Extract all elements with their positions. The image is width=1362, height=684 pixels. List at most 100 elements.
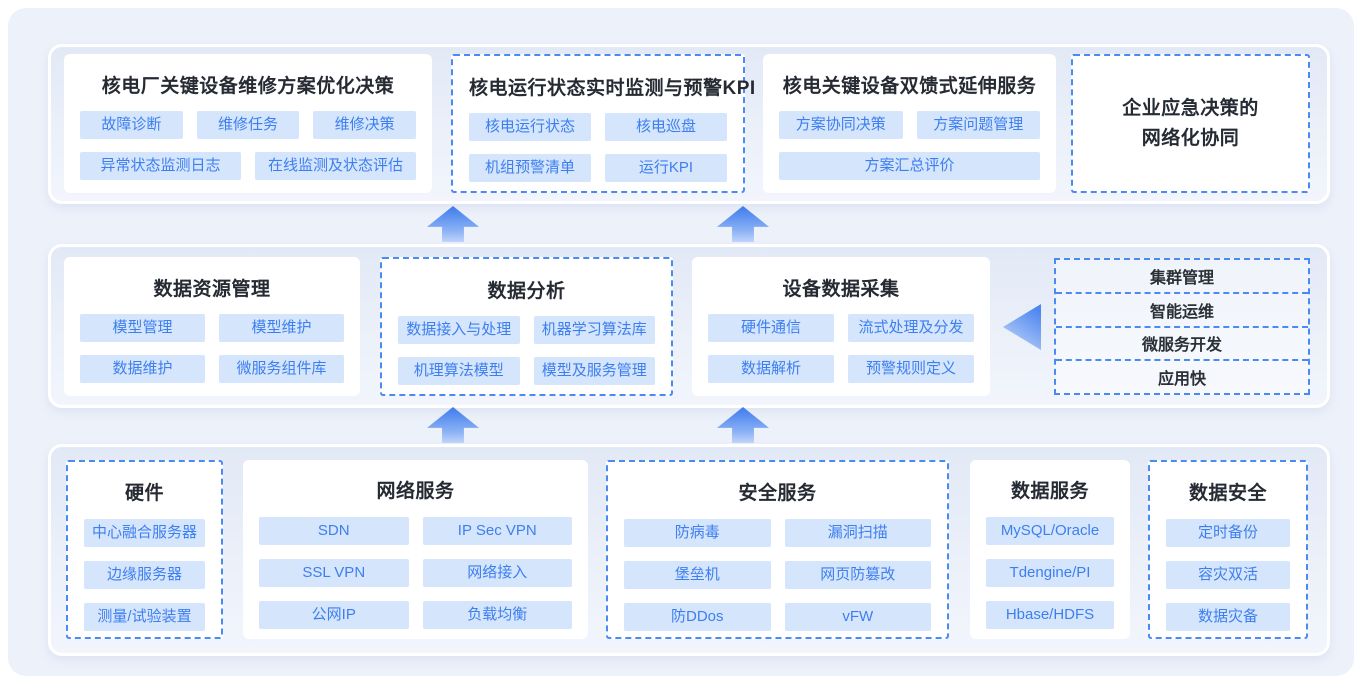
card-network-services: 网络服务 SDN IP Sec VPN SSL VPN 网络接入 公网IP 负载…: [243, 460, 588, 639]
tag: SDN: [259, 517, 409, 545]
tag-row: Tdengine/PI: [986, 559, 1114, 587]
tag-row: 故障诊断 维修任务 维修决策: [80, 111, 417, 139]
list-item: 微服务开发: [1056, 325, 1308, 360]
tag-row: 机组预警清单 运行KPI: [469, 154, 727, 182]
tag-row: MySQL/Oracle: [986, 517, 1114, 545]
tag: SSL VPN: [259, 559, 409, 587]
tag-row: 异常状态监测日志 在线监测及状态评估: [80, 152, 416, 180]
card-extended-service: 核电关键设备双馈式延伸服务 方案协同决策 方案问题管理 方案汇总评价: [763, 54, 1056, 193]
tag: Hbase/HDFS: [986, 601, 1114, 629]
up-arrow-icon: [717, 206, 769, 242]
card-title: 核电运行状态实时监测与预警KPI: [469, 78, 756, 99]
tag: 机理算法模型: [398, 357, 520, 385]
tag: 模型管理: [80, 314, 205, 342]
tag: 核电巡盘: [605, 113, 727, 141]
tag-row: 数据解析 预警规则定义: [708, 355, 974, 383]
tag-row: SSL VPN 网络接入: [259, 559, 572, 587]
tag-row: 防DDos vFW: [624, 603, 931, 631]
tag: 数据灾备: [1166, 603, 1290, 631]
tag: vFW: [784, 603, 931, 631]
card-title: 数据安全: [1188, 483, 1267, 504]
tag: 模型及服务管理: [533, 357, 655, 385]
tag: 数据接入与处理: [398, 316, 520, 344]
list-item: 智能运维: [1056, 291, 1308, 326]
tag: 流式处理及分发: [848, 314, 974, 342]
card-title: 安全服务: [738, 483, 817, 504]
card-hardware: 硬件 中心融合服务器 边缘服务器 测量/试验装置: [66, 460, 223, 639]
tag-row: 机理算法模型 模型及服务管理: [398, 357, 655, 385]
tag: 堡垒机: [624, 561, 771, 589]
card-device-data-collection: 设备数据采集 硬件通信 流式处理及分发 数据解析 预警规则定义: [692, 257, 990, 396]
card-title: 数据分析: [487, 281, 566, 302]
card-data-analysis: 数据分析 数据接入与处理 机器学习算法库 机理算法模型 模型及服务管理: [380, 257, 673, 396]
tag: 机器学习算法库: [533, 316, 655, 344]
tag: 防病毒: [624, 519, 771, 547]
tag: 防DDos: [624, 603, 771, 631]
tag: 模型维护: [219, 314, 344, 342]
tag: 机组预警清单: [469, 154, 591, 182]
tag: 网络接入: [422, 559, 572, 587]
tag: 数据维护: [80, 355, 205, 383]
tag-row: 方案协同决策 方案问题管理: [779, 111, 1040, 139]
tag-row: Hbase/HDFS: [986, 601, 1114, 629]
diagram-panel: 核电厂关键设备维修方案优化决策 故障诊断 维修任务 维修决策 异常状态监测日志 …: [8, 8, 1354, 676]
card-title: 数据资源管理: [153, 279, 271, 300]
tag: 运行KPI: [605, 154, 727, 182]
tag: 漏洞扫描: [784, 519, 931, 547]
tag: 核电运行状态: [469, 113, 591, 141]
tag-row: 堡垒机 网页防篡改: [624, 561, 931, 589]
list-item: 应用快: [1056, 359, 1308, 393]
tag: 网页防篡改: [784, 561, 931, 589]
up-arrow-icon: [427, 206, 479, 242]
list-item: 集群管理: [1149, 269, 1214, 287]
card-title: 核电关键设备双馈式延伸服务: [782, 76, 1037, 97]
card-emergency-collaboration: 企业应急决策的 网络化协同: [1071, 54, 1310, 193]
tag: 故障诊断: [80, 111, 183, 139]
tag: 方案汇总评价: [779, 152, 1040, 180]
tag-row: 测量/试验装置: [84, 603, 205, 631]
tag: MySQL/Oracle: [986, 517, 1114, 545]
platform-capability-list: 集群管理 智能运维 微服务开发 应用快: [1054, 258, 1310, 395]
tag-row: 数据接入与处理 机器学习算法库: [398, 316, 655, 344]
tag: 异常状态监测日志: [80, 152, 241, 180]
tag-row: 核电运行状态 核电巡盘: [469, 113, 727, 141]
tag: 容灾双活: [1166, 561, 1290, 589]
card-data-services: 数据服务 MySQL/Oracle Tdengine/PI Hbase/HDFS: [970, 460, 1130, 639]
up-arrow-icon: [427, 407, 479, 443]
up-arrow-icon: [717, 407, 769, 443]
tag: Tdengine/PI: [986, 559, 1114, 587]
tag: 方案协同决策: [779, 111, 903, 139]
card-data-resource-management: 数据资源管理 模型管理 模型维护 数据维护 微服务组件库: [64, 257, 360, 396]
tag: 负载均衡: [422, 601, 572, 629]
tag: 数据解析: [708, 355, 834, 383]
card-realtime-monitoring-kpi: 核电运行状态实时监测与预警KPI 核电运行状态 核电巡盘 机组预警清单 运行KP…: [451, 54, 756, 193]
tag-row: 定时备份: [1166, 519, 1290, 547]
card-title: 核电厂关键设备维修方案优化决策: [101, 76, 395, 97]
card-title: 数据服务: [1010, 481, 1089, 502]
tag: 测量/试验装置: [84, 603, 205, 631]
card-title: 设备数据采集: [782, 279, 900, 300]
tag: 方案问题管理: [916, 111, 1040, 139]
card-data-security: 数据安全 定时备份 容灾双活 数据灾备: [1148, 460, 1308, 639]
tag: 微服务组件库: [219, 355, 344, 383]
tag: 预警规则定义: [848, 355, 974, 383]
tag-row: 边缘服务器: [84, 561, 205, 589]
card-title: 硬件: [124, 483, 164, 504]
card-title: 企业应急决策的 网络化协同: [1122, 98, 1259, 149]
tag-row: 模型管理 模型维护: [80, 314, 344, 342]
tag-row: 容灾双活: [1166, 561, 1290, 589]
tag: 维修决策: [313, 111, 417, 139]
tag-row: SDN IP Sec VPN: [259, 517, 572, 545]
tag: 定时备份: [1166, 519, 1290, 547]
tag-row: 数据灾备: [1166, 603, 1290, 631]
tag: 硬件通信: [708, 314, 834, 342]
tag-row: 方案汇总评价: [779, 152, 1040, 180]
tag-row: 数据维护 微服务组件库: [80, 355, 344, 383]
card-security-services: 安全服务 防病毒 漏洞扫描 堡垒机 网页防篡改 防DDos vFW: [606, 460, 949, 639]
tag: 在线监测及状态评估: [255, 152, 416, 180]
tag-row: 中心融合服务器: [84, 519, 205, 547]
tag: 公网IP: [259, 601, 409, 629]
tag: 边缘服务器: [84, 561, 205, 589]
tag: IP Sec VPN: [422, 517, 572, 545]
